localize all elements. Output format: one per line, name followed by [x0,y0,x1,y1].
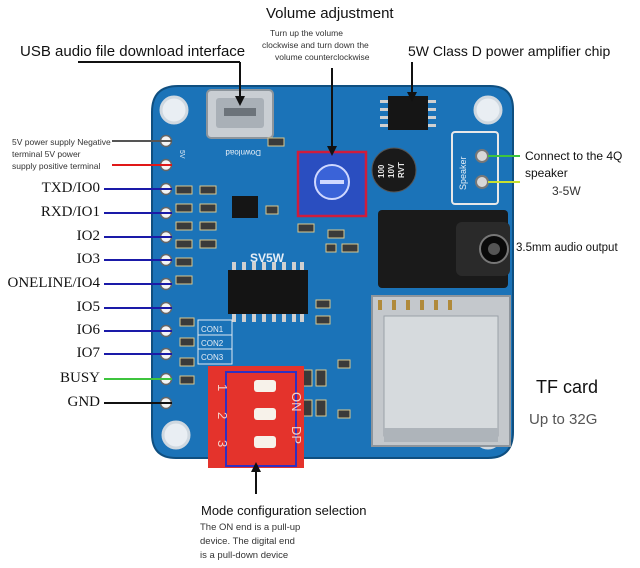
usb-title: USB audio file download interface [20,43,246,60]
silk-con3: CON3 [201,353,224,362]
silk-con2: CON2 [201,339,224,348]
dip-num-2: 2 [215,412,230,419]
silk-cap-line1: 100 [377,164,386,178]
pin-label-gnd: GND [67,394,101,410]
main-chip [228,262,308,322]
audio-out-label: 3.5mm audio output [516,242,618,254]
mode-desc-3: is a pull-down device [200,550,289,561]
pin-label-rxd-io1: RXD/IO1 [40,204,100,220]
smd-components [175,137,359,419]
silk-power-5v: 5V [178,150,185,159]
pin-label-io7: IO7 [76,345,100,361]
mode-desc-2: device. The digital end [200,536,295,547]
amp-title: 5W Class D power amplifier chip [408,43,611,59]
volume-desc-1: Turn up the volume [270,28,343,38]
pin-label-io2: IO2 [76,228,100,244]
silk-cap-line2: 10V [387,163,396,178]
speaker-power: 3-5W [552,184,581,198]
audio-jack [378,210,510,288]
tf-title: TF card [536,377,599,397]
amp-chip [380,96,436,130]
volume-title: Volume adjustment [266,5,394,22]
tf-size: Up to 32G [529,411,598,428]
volume-potentiometer [296,150,368,218]
transistor [232,196,258,218]
speaker-desc-1: Connect to the 4Q [525,149,623,163]
silk-cap-line3: RVT [397,162,406,178]
callout-arrowheads [235,92,417,472]
usb-connector [206,89,274,139]
power-desc-2: terminal 5V power [12,149,81,159]
pin-label-busy: BUSY [59,370,100,386]
silkscreen-boxes [197,319,233,365]
pin-label-io5: IO5 [76,299,100,315]
pin-label-txd-io0: TXD/IO0 [41,180,100,196]
silk-speaker-label: Speaker [458,156,468,190]
tf-card-slot [371,295,511,447]
power-desc-1: 5V power supply Negative [12,137,111,147]
dip-dp-label: DP [289,426,304,444]
silk-download-label: Download [225,148,261,157]
pin-label-oneline-io4: ONELINE/IO4 [7,275,100,291]
volume-desc-3: volume counterclockwise [275,52,370,62]
pin-label-io6: IO6 [76,322,100,338]
dip-num-1: 1 [215,384,230,391]
volume-desc-2: clockwise and turn down the [262,40,369,50]
mode-desc-1: The ON end is a pull-up [200,522,301,533]
silk-con1: CON1 [201,325,224,334]
silk-chip-label: SV5W [250,251,285,265]
dip-on-label: ON [289,392,304,412]
capacitor [371,147,417,193]
speaker-desc-2: speaker [525,166,568,180]
dip-num-3: 3 [215,440,230,447]
power-desc-3: supply positive terminal [12,161,101,171]
dip-switch [208,366,304,468]
mode-title: Mode configuration selection [201,503,367,518]
pin-label-io3: IO3 [76,251,100,267]
callout-lines [78,61,520,494]
